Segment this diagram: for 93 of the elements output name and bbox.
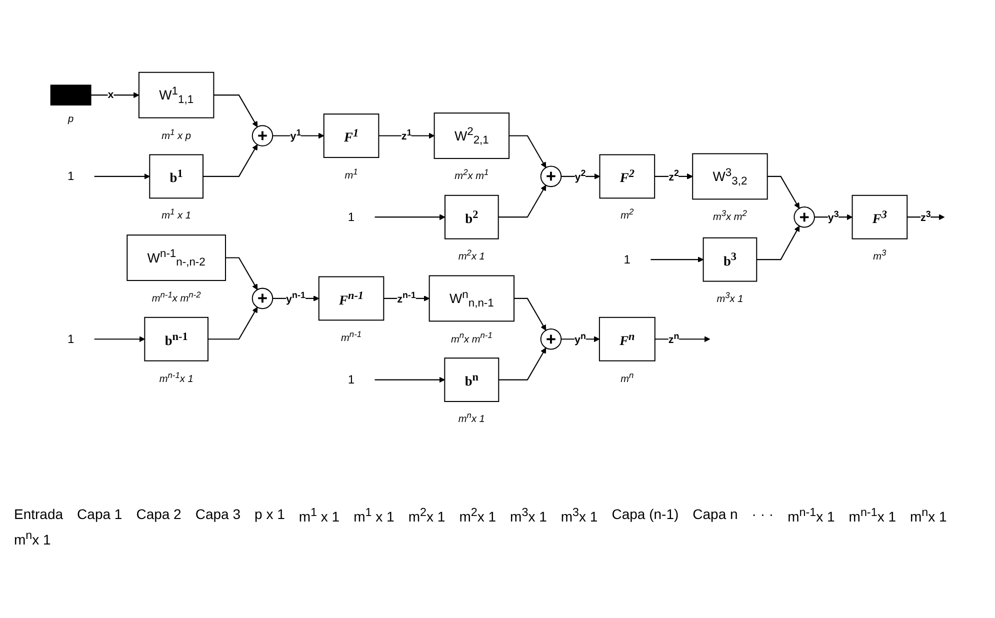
arrow	[90, 92, 140, 98]
note-label: m$^{n}$x 1	[14, 528, 51, 548]
node-circle	[540, 165, 562, 187]
node-box	[692, 152, 768, 200]
note-label: m$^{3}$x 1	[560, 506, 598, 525]
note-label: m$^{n-1}$x 1	[848, 506, 896, 525]
dimension-label: m$^{2}$x 1	[457, 246, 486, 264]
arrow	[214, 94, 258, 127]
edge-label: z$^{3}$	[920, 208, 931, 224]
dimension-label: m$^{n}$x m$^{n-1}$	[450, 329, 494, 346]
arrow	[498, 184, 546, 218]
note-label: m$^{1}$ x 1	[298, 506, 340, 525]
dimension-label: m$^{1}$ x 1	[160, 206, 192, 224]
arrow	[374, 214, 446, 220]
edge-label: z$^{2}$	[668, 168, 679, 183]
note-label: m$^{n}$x 1	[910, 506, 947, 525]
node-box	[599, 154, 656, 198]
arrow	[94, 173, 150, 180]
node-text: 1	[67, 169, 74, 182]
edge-label: y$^{2}$	[574, 168, 586, 183]
node-box	[428, 274, 514, 322]
edge-label: x	[108, 88, 114, 100]
note-label: Entrada	[14, 506, 64, 524]
dimension-label: m$^{n-1}$x m$^{n-2}$	[150, 288, 202, 306]
node-box	[444, 357, 500, 402]
node-box	[434, 112, 510, 159]
arrow	[514, 298, 546, 330]
dimension-label: m$^{2}$x m$^{1}$	[454, 166, 490, 184]
node-box	[138, 72, 214, 118]
arrow	[203, 144, 258, 177]
dimension-label: m$^{2}$	[620, 206, 635, 224]
dimension-label: m$^{3}$x m$^{2}$	[712, 207, 748, 224]
node-text: 1	[348, 210, 355, 224]
arrow	[226, 256, 258, 290]
node-box	[318, 276, 384, 320]
node-circle	[794, 206, 815, 228]
dimension-label: m$^{1}$ x p	[160, 126, 192, 144]
node-bar	[50, 84, 92, 106]
node-circle	[252, 287, 274, 309]
dimension-label: m$^{3}$	[872, 246, 888, 264]
arrow	[272, 295, 320, 302]
edge-label: y$^{n}$	[574, 330, 586, 346]
arrow	[509, 134, 546, 168]
dimension-label: m$^{n-1}$x 1	[158, 368, 194, 386]
node-box	[126, 234, 226, 281]
dimension-label: m$^{n}$x 1	[457, 410, 486, 427]
dimension-label: m$^{1}$	[344, 166, 359, 183]
node-box	[598, 316, 656, 361]
note-label: m$^{1}$ x 1	[354, 506, 394, 525]
note-label: Capa 2	[136, 506, 182, 524]
arrow	[378, 132, 435, 138]
node-text: 1	[67, 332, 74, 346]
edge-label: z$^{n}$	[668, 330, 680, 346]
arrow	[94, 336, 145, 342]
note-label: Capa (n-1)	[612, 506, 679, 524]
note-label: m$^{2}$x 1	[459, 506, 496, 525]
arrow	[561, 173, 600, 180]
node-box	[149, 154, 204, 198]
note-label: m$^{n-1}$x 1	[788, 506, 835, 525]
arrow	[561, 336, 600, 342]
node-circle	[540, 328, 562, 350]
node-circle	[252, 124, 274, 146]
note-label: · · ·	[752, 506, 774, 524]
edge-label: y$^{n-1}$	[286, 290, 306, 305]
edge-label: z$^{n-1}$	[397, 290, 416, 305]
note-label: Capa 1	[77, 506, 122, 524]
edge-label: y$^{1}$	[290, 127, 302, 142]
node-box	[852, 194, 908, 239]
arrow	[498, 347, 546, 380]
arrow	[384, 295, 430, 302]
dimension-label: p	[66, 112, 75, 126]
node-box	[702, 237, 758, 282]
arrow	[756, 225, 800, 260]
dimension-label: m$^{n}$	[620, 368, 635, 386]
edge-label: y$^{3}$	[828, 208, 839, 224]
arrow	[654, 173, 693, 180]
note-label: m$^{3}$x 1	[510, 506, 547, 525]
arrow	[650, 256, 704, 262]
dimension-label: m$^{3}$x 1	[716, 289, 744, 306]
node-text: 1	[624, 252, 631, 266]
dimension-label: m$^{n-1}$	[340, 328, 363, 346]
arrow	[208, 306, 258, 340]
node-box	[144, 316, 208, 361]
arrow	[767, 176, 800, 208]
arrow	[374, 376, 445, 382]
note-label: m$^{2}$x 1	[408, 506, 446, 525]
node-text: 1	[348, 372, 355, 386]
note-label: Capa 3	[195, 506, 241, 524]
edge-label: z$^{1}$	[401, 127, 412, 142]
node-box	[323, 113, 380, 158]
note-label: Capa n	[692, 506, 738, 524]
node-box	[444, 194, 499, 239]
note-label: p x 1	[254, 506, 285, 524]
